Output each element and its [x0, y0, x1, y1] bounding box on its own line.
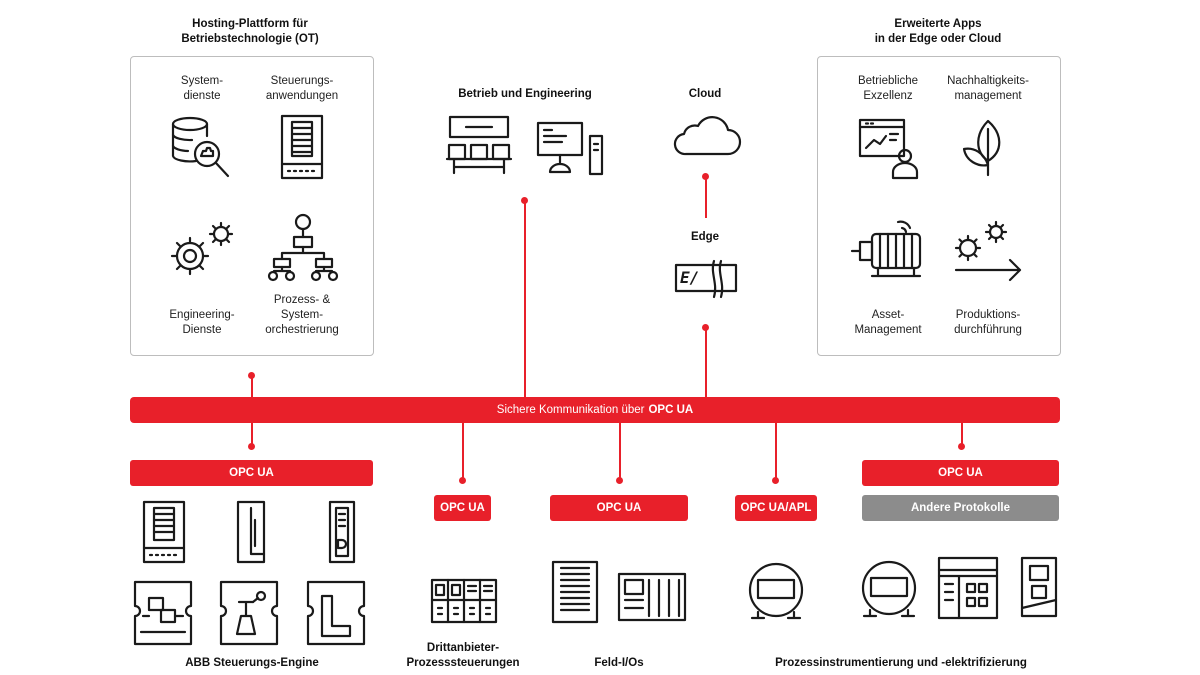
edge-title: Edge — [690, 231, 720, 243]
frequency-drive-icon — [1020, 556, 1058, 618]
apps-box — [817, 56, 1061, 356]
bus-bold-text: OPC UA — [648, 404, 694, 416]
leaf-plant-icon — [962, 119, 1001, 177]
asset-management-line2: Management — [854, 324, 922, 336]
third-party-label: Drittanbieter- Prozesssteuerungen — [395, 641, 531, 671]
edge-symbol: E/ — [680, 268, 700, 287]
system-services-line1: System- — [180, 75, 224, 87]
control-apps-line1: Steuerungs- — [270, 75, 334, 87]
abb-process-graphic-1-icon — [133, 580, 193, 646]
abb-io-module-icon — [328, 500, 356, 564]
gears-icon — [170, 221, 234, 276]
hosting-title-line2: Betriebstechnologie (OT) — [181, 33, 319, 45]
abb-connector-line — [251, 423, 253, 446]
apl-connector-dot — [772, 477, 779, 484]
field-opc-ua-bar: OPC UA — [550, 495, 688, 521]
flowmeter-icon — [861, 560, 917, 618]
excellence-line2: Exzellenz — [863, 90, 913, 102]
engineering-services-line2: Dienste — [182, 324, 222, 336]
edge-device: E/ — [674, 259, 738, 299]
abb-label: ABB Steuerungs-Engine — [185, 657, 319, 669]
abb-controller-module-icon — [236, 500, 266, 564]
sustainability-line1: Nachhaltigkeits- — [947, 75, 1029, 87]
control-apps-label: Steuerungs- anwendungen — [252, 74, 352, 104]
operations-title: Betrieb und Engineering — [458, 88, 592, 100]
sustainability-line2: management — [954, 90, 1022, 102]
field-connector-dot — [616, 477, 623, 484]
excellence-line1: Betriebliche — [857, 75, 919, 87]
edge-connector-line — [705, 327, 707, 398]
bus-text: Sichere Kommunikation über — [496, 404, 645, 416]
cloud-icon — [673, 116, 742, 156]
apl-opc-ua-bar: OPC UA/APL — [735, 495, 817, 521]
third-party-controller-icon — [430, 578, 498, 624]
hosting-title: Hosting-Plattform für Betriebstechnologi… — [150, 17, 350, 47]
instrument-gauge-icon — [748, 562, 804, 620]
engineering-services-label: Engineering- Dienste — [160, 308, 244, 338]
workstation-icon — [536, 121, 604, 176]
engineering-services-line1: Engineering- — [169, 309, 235, 321]
instrumentation-label: Prozessinstrumentierung und -elektrifizi… — [775, 657, 1027, 669]
abb-connector-dot — [248, 443, 255, 450]
ops-connector-dot — [521, 197, 528, 204]
excellence-label: Betriebliche Exzellenz — [840, 74, 936, 104]
process-orchestration-line1: Prozess- & — [273, 294, 331, 306]
instr-connector-line — [961, 423, 963, 446]
hosting-title-line1: Hosting-Plattform für — [192, 18, 308, 30]
cloud-edge-line — [705, 176, 707, 218]
control-room-icon — [445, 115, 513, 175]
field-io-rack-icon — [551, 560, 599, 624]
process-orchestration-line2: System- — [280, 309, 324, 321]
abb-process-graphic-2-icon — [219, 580, 279, 646]
apps-title: Erweiterte Apps in der Edge oder Cloud — [838, 17, 1038, 47]
system-services-line2: dienste — [183, 90, 221, 102]
production-label: Produktions- durchführung — [938, 308, 1038, 338]
third-connector-line — [462, 423, 464, 481]
database-search-icon — [171, 116, 230, 178]
ops-connector-line — [524, 200, 526, 398]
control-apps-line2: anwendungen — [265, 90, 339, 102]
control-cabinet-icon — [280, 114, 324, 180]
third-party-line1: Drittanbieter- — [426, 642, 500, 654]
dashboard-user-icon — [858, 118, 919, 180]
hosting-connector-line — [251, 375, 253, 398]
asset-management-label: Asset- Management — [840, 308, 936, 338]
abb-opc-ua-bar: OPC UA — [130, 460, 373, 486]
sustainability-label: Nachhaltigkeits- management — [936, 74, 1040, 104]
field-io-module-icon — [617, 572, 687, 622]
system-services-label: System- dienste — [162, 74, 242, 104]
instr-opc-ua-bar: OPC UA — [862, 460, 1059, 486]
production-line1: Produktions- — [955, 309, 1021, 321]
hosting-platform-box — [130, 56, 374, 356]
apps-title-line2: in der Edge oder Cloud — [874, 33, 1002, 45]
abb-cabinet-icon — [142, 500, 186, 564]
apl-connector-line — [775, 423, 777, 481]
asset-management-line1: Asset- — [871, 309, 905, 321]
third-party-line2: Prozesssteuerungen — [406, 657, 520, 669]
production-line2: durchführung — [954, 324, 1022, 336]
gears-arrow-icon — [954, 220, 1022, 282]
orchestration-tree-icon — [267, 213, 339, 282]
other-protocols-bar: Andere Protokolle — [862, 495, 1059, 521]
instr-connector-dot — [958, 443, 965, 450]
abb-process-graphic-3-icon — [306, 580, 366, 646]
process-orchestration-label: Prozess- & System- orchestrierung — [252, 293, 352, 338]
edge-device-icon — [674, 259, 738, 299]
process-orchestration-line3: orchestrierung — [265, 324, 339, 336]
motor-sensor-icon — [850, 220, 922, 278]
apps-title-line1: Erweiterte Apps — [894, 18, 982, 30]
drive-cabinet-icon — [937, 556, 999, 620]
third-connector-dot — [459, 477, 466, 484]
cloud-title: Cloud — [688, 88, 722, 100]
field-io-label: Feld-I/Os — [594, 657, 644, 669]
field-connector-line — [619, 423, 621, 481]
third-opc-ua-bar: OPC UA — [434, 495, 491, 521]
